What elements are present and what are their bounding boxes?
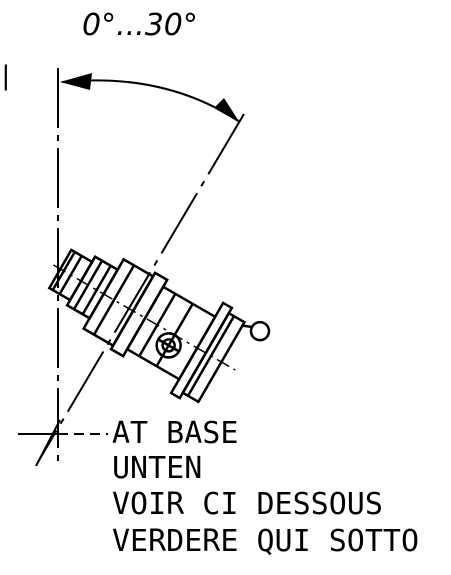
bolt-head — [155, 332, 182, 359]
edge-mark: | — [0, 61, 14, 91]
latch-knob — [242, 320, 271, 342]
base-notes: AT BASE UNTEN VOIR CI DESSOUS VERDERE QU… — [112, 416, 419, 559]
mount-flange — [169, 301, 247, 404]
note-unten: UNTEN — [112, 451, 202, 486]
note-voir-ci-dessous: VOIR CI DESSOUS — [112, 487, 383, 522]
angle-dimension-arc — [60, 73, 241, 123]
note-at-base: AT BASE — [112, 416, 238, 451]
tilted-device — [47, 248, 271, 404]
note-verdere-qui-sotto: VERDERE QUI SOTTO — [112, 524, 419, 559]
arc-arrowhead-left — [60, 73, 92, 90]
tilted-center-line — [37, 113, 245, 463]
base-crosshair — [18, 419, 108, 467]
angle-label: 0°...30° — [82, 8, 198, 43]
arc-arrowhead-right — [214, 98, 240, 123]
